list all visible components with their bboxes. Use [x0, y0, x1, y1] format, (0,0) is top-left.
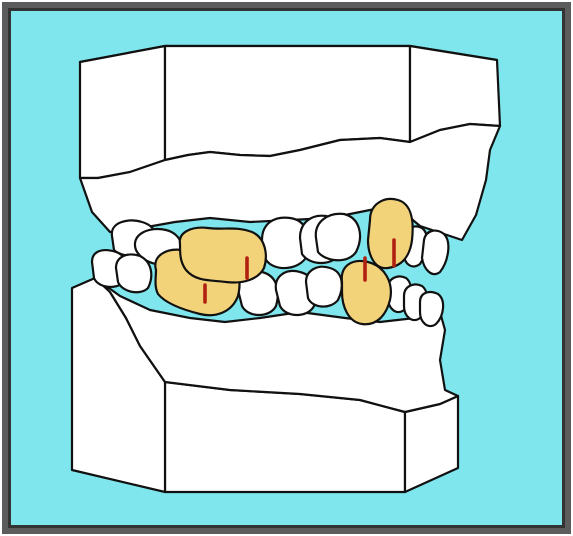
upper-tooth-5	[316, 214, 360, 261]
upper-right-premolar	[368, 199, 413, 268]
upper-base-left-face	[80, 46, 165, 178]
lower-tooth-8	[420, 292, 443, 326]
upper-left-premolar	[180, 228, 266, 283]
lower-tooth-5	[306, 267, 342, 307]
lower-tooth-2	[116, 255, 151, 293]
upper-cast	[80, 46, 500, 240]
